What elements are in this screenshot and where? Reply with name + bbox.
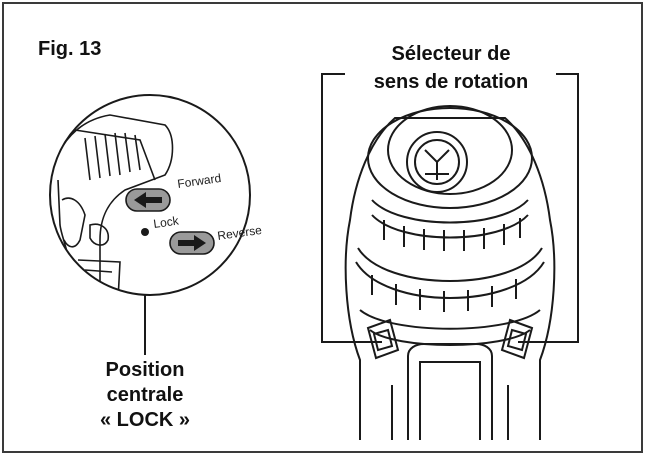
lock-label: Lock bbox=[152, 213, 180, 231]
lock-position-label: Position centrale « LOCK » bbox=[70, 358, 220, 433]
rotation-selector-label-line1: Sélecteur de bbox=[391, 43, 511, 65]
rotation-selector-label-line2: sens de rotation bbox=[373, 71, 529, 93]
forward-button bbox=[125, 188, 171, 212]
figure-title: Fig. 13 bbox=[38, 38, 102, 60]
rotation-selector-label: Sélecteur de sens de rotation bbox=[346, 40, 556, 96]
lock-position-label-line3: « LOCK » bbox=[99, 409, 191, 431]
lock-position-label-line1: Position bbox=[105, 359, 185, 381]
drill-front-view bbox=[344, 105, 556, 440]
lock-dot bbox=[141, 228, 149, 236]
reverse-button bbox=[169, 231, 215, 255]
reverse-label: Reverse bbox=[216, 223, 263, 243]
selector-bracket bbox=[321, 73, 579, 343]
lock-position-label-line2: centrale bbox=[106, 384, 184, 406]
forward-label: Forward bbox=[176, 171, 222, 191]
